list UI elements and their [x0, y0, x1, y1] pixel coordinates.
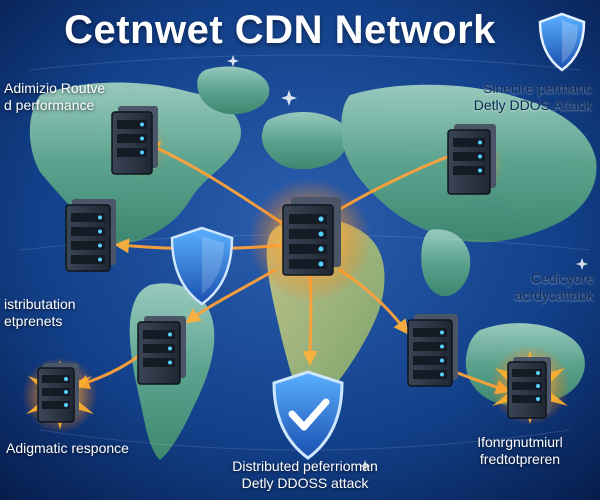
label-line: fredtotpreren — [479, 451, 561, 467]
label-mid-left: istributation etprenets — [4, 296, 76, 330]
server-icon-bottom-left — [37, 363, 79, 423]
shield-icon — [170, 226, 234, 306]
server-icon-bottom-right — [507, 357, 551, 419]
label-line: Adigmatic responce — [6, 440, 129, 456]
label-line: Ifonrgnutmiurl — [477, 434, 563, 450]
sparkle-icon — [227, 55, 588, 472]
server-icon-top-right — [447, 124, 496, 195]
label-line: istributation — [4, 296, 76, 312]
servers — [37, 106, 551, 423]
label-line: Detly DDOS Attack — [473, 97, 592, 113]
label-mid-right: Cedicyore acrdycattabk — [515, 270, 594, 304]
label-line: Cedicyore — [530, 270, 594, 286]
label-bottom-center: Distributed peferrioman Detly DDOSS atta… — [190, 458, 420, 492]
server-icon-lower-left — [137, 316, 186, 385]
label-line: Detly DDOSS attack — [241, 475, 369, 491]
label-top-right: Slnecire permanc Detly DDOS Attack — [474, 80, 592, 114]
server-icon-central — [282, 197, 341, 276]
label-bottom-left: Adigmatic responce — [6, 440, 129, 457]
label-line: acrdycattabk — [514, 287, 594, 303]
server-icon-mid-left — [65, 199, 116, 272]
label-line: Adimizio Routve — [4, 80, 106, 96]
shield-check-icon — [272, 370, 344, 460]
label-line: Distributed peferrioman — [232, 458, 378, 474]
title-shield-icon — [538, 12, 586, 72]
label-line: Slnecire permanc — [483, 80, 592, 96]
server-icon-lower-right — [407, 314, 458, 387]
label-bottom-right: Ifonrgnutmiurl fredtotpreren — [440, 434, 600, 468]
label-line: d performance — [4, 97, 95, 113]
label-line: etprenets — [4, 313, 63, 329]
server-icon-top-left — [111, 106, 158, 175]
label-top-left: Adimizio Routve d performance — [4, 80, 105, 114]
page-title: Cetnwet CDN Network — [64, 8, 496, 52]
